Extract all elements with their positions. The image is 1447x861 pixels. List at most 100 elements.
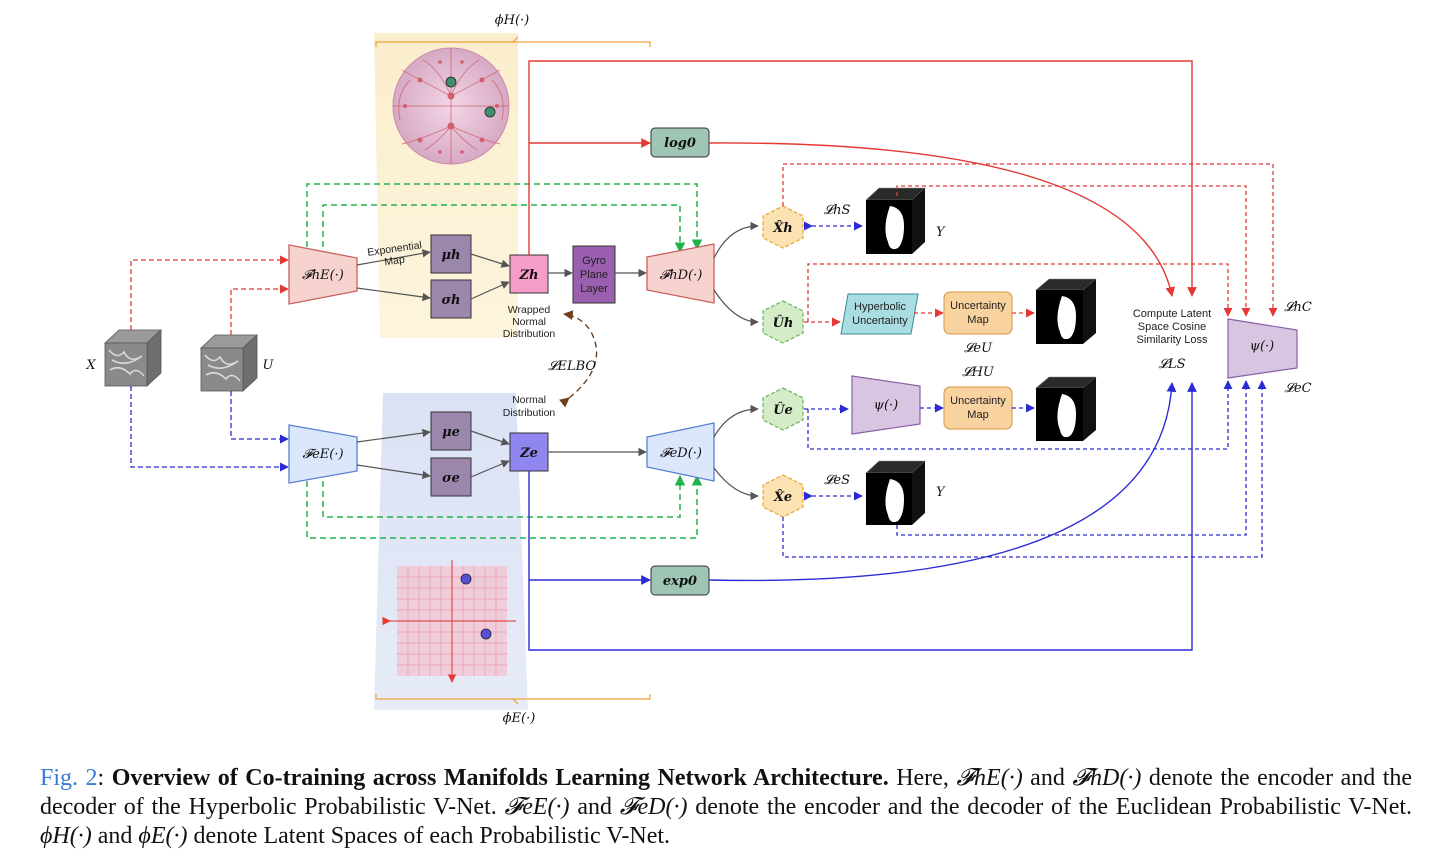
label-volume-y-top (865, 187, 926, 254)
caption-math-2: 𝓕hD(·) (1072, 765, 1142, 791)
uhat-h-to-consistency-line (807, 263, 1233, 322)
u-hat-e-hexagon (762, 387, 804, 431)
bottom-skip-connection-outer (306, 474, 703, 539)
caption-text-2: and (1022, 765, 1073, 791)
l-ls-label: 𝓛LS (1159, 357, 1186, 372)
input-x-label: X (85, 358, 96, 373)
enc-h-to-sigma-arrow (356, 287, 431, 302)
label-volume-y-bottom (865, 460, 926, 525)
psi-mid-label: ψ(·) (874, 398, 898, 413)
sigma-e-label: σe (442, 471, 460, 486)
gyro-label-2: Plane (580, 269, 608, 281)
input-u-label: U (263, 358, 275, 373)
hyperbolic-decoder (646, 243, 715, 304)
exp0-to-latent-loss-arrow (708, 382, 1177, 582)
top-skip-connection-inner (322, 204, 686, 254)
y-top-to-consistency-line (896, 185, 1251, 317)
caption-math-1: 𝓕hE(·) (956, 765, 1023, 791)
u-to-hyperbolic-encoder-arrow (230, 284, 289, 335)
ze-to-latent-loss-line (528, 382, 1197, 651)
hyperbolic-decoder-label: 𝓕hD(·) (660, 268, 703, 283)
sigma-h-box (430, 279, 472, 319)
bottom-skip-connection-inner (322, 474, 686, 518)
u-hat-h-hexagon (762, 300, 804, 344)
euclidean-encoder (288, 424, 358, 484)
caption-math-6: ϕE(·) (138, 823, 188, 849)
phi-e-brace (375, 694, 651, 705)
l-s-h-label: 𝓛hS (824, 203, 851, 218)
normal-distribution-label-1: Normal (512, 394, 546, 406)
caption-title: Overview of Co-training across Manifolds… (111, 765, 889, 791)
exponential-map-label-line2: Map (384, 254, 406, 269)
z-h-label: Zh (519, 268, 539, 283)
uncertainty-map-top-label-1: Uncertainty (950, 300, 1006, 312)
l-s-e-label: 𝓛eS (824, 473, 850, 488)
x-hat-h-label: X̂h (772, 220, 793, 236)
uncertainty-volume-bottom (1035, 376, 1097, 441)
cls-label-3: Similarity Loss (1137, 334, 1208, 346)
caption-text-5: denote the encoder and the decoder of th… (687, 794, 1413, 820)
euclidean-encoder-label: 𝓕eE(·) (302, 447, 343, 462)
mu-e-label: μe (442, 425, 460, 440)
uncertainty-map-bottom-label-2: Map (967, 409, 988, 421)
x-hat-h-hexagon (762, 205, 804, 249)
caption-text-6: and (91, 823, 139, 849)
log0-label: log0 (664, 136, 696, 151)
euclidean-decoder-label: 𝓕eD(·) (660, 446, 702, 461)
y-bottom-to-consistency-line (896, 380, 1251, 536)
gyro-label-3: Layer (580, 283, 608, 295)
dec-e-to-uhat-arrow (713, 404, 759, 438)
mu-e-to-ze-arrow (470, 430, 510, 446)
y-bottom-label: Y (936, 485, 946, 500)
psi-mid-module (851, 375, 921, 435)
figure-number: Fig. 2 (40, 765, 98, 791)
log0-to-latent-loss-arrow (708, 142, 1176, 297)
u-hat-h-label: Ûh (773, 314, 794, 331)
u-to-euclidean-encoder-arrow (230, 391, 289, 444)
top-skip-connection-outer (306, 183, 703, 251)
exp0-label: exp0 (663, 574, 697, 589)
dec-h-to-uhat-arrow (713, 289, 759, 327)
phi-h-label: ϕH(·) (495, 13, 529, 28)
hyperbolic-uncertainty-box (840, 293, 919, 335)
l-u-h-label: 𝓛HU (962, 365, 995, 380)
uncertainty-volume-top (1035, 278, 1097, 344)
cls-label-1: Compute Latent (1133, 308, 1211, 320)
input-volume-x (103, 329, 163, 387)
l-c-e-label: 𝓛eC (1284, 381, 1311, 396)
sigma-e-box (430, 457, 472, 497)
caption-text-7: denote Latent Spaces of each Probabilist… (187, 823, 671, 849)
xhat-h-to-consistency-line (782, 163, 1278, 317)
wrapped-normal-label-1: Wrapped (508, 304, 551, 316)
caption-math-4: 𝓕eD(·) (619, 794, 688, 820)
sigma-h-to-zh-arrow (470, 281, 510, 300)
elbo-loss-arrow (559, 310, 598, 408)
x-to-hyperbolic-encoder-arrow (130, 255, 289, 330)
gyro-plane-layer-box (572, 245, 616, 304)
dec-h-to-xhat-arrow (713, 221, 759, 259)
enc-e-to-mu-arrow (356, 428, 431, 443)
l-u-e-label: 𝓛eU (964, 341, 993, 356)
u-hat-e-label: Ûe (773, 401, 793, 418)
y-top-label: Y (936, 225, 946, 240)
mu-h-to-zh-arrow (470, 253, 510, 268)
euclidean-grid-illustration (390, 560, 516, 682)
x-hat-e-label: X̂e (773, 489, 792, 505)
z-h-box (509, 254, 549, 294)
mu-h-box (430, 234, 472, 274)
dec-e-to-xhat-arrow (713, 467, 759, 501)
mu-h-label: μh (442, 248, 461, 263)
phi-e-label: ϕE(·) (503, 711, 536, 726)
uncertainty-map-top-box (943, 291, 1013, 335)
caption-math-3: 𝓕eE(·) (504, 794, 570, 820)
elbo-loss-label: 𝓛ELBO (548, 359, 596, 374)
caption-text-1: Here, (888, 765, 957, 791)
wrapped-normal-label-3: Distribution (503, 328, 556, 340)
mu-e-box (430, 411, 472, 451)
gyro-label-1: Gyro (582, 255, 606, 267)
uncertainty-map-top-label-2: Map (967, 314, 988, 326)
l-c-h-label: 𝓛hC (1284, 300, 1312, 315)
psi-right-label: ψ(·) (1250, 339, 1274, 354)
sigma-e-to-ze-arrow (470, 460, 510, 478)
poincare-ball-illustration (392, 47, 510, 165)
